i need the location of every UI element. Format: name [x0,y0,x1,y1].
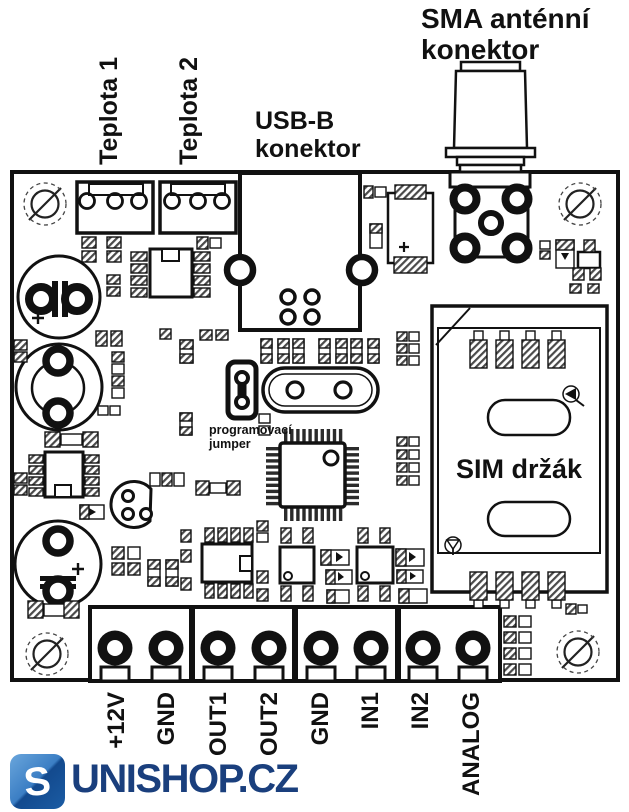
electrolytic-capacitor-2 [14,342,104,432]
programming-jumper [225,359,259,421]
label-usb-connector: USB-B konektor [255,107,361,163]
soic-ic-3 [200,542,254,584]
soic-ic-1 [148,247,194,299]
label-programming-jumper: programovací jumper [209,423,292,452]
diode-symbols [89,253,569,581]
mcu-qfp-ic [266,429,359,521]
crystal-oscillator [261,366,380,414]
usb-b-connector [223,171,379,332]
mounting-holes [23,182,602,676]
electrolytic-capacitor-1 [16,254,102,340]
label-sim-holder: SIM držák [455,454,583,484]
soic-ic-2 [43,450,85,499]
unishop-logo-icon: S [10,754,65,809]
output-terminal-strip [88,605,502,683]
unishop-logo-text: UNISHOP.CZ [71,757,299,801]
teplota-terminal-block-2 [158,180,238,235]
logo-s-glyph: S [21,758,54,805]
sot23-transistor [576,250,602,270]
mosfet-2 [355,545,395,585]
to92-transistor [109,479,153,529]
tantalum-capacitor [386,191,435,265]
terminal-contacts [97,630,491,683]
electrolytic-capacitor-3 [13,519,103,609]
sma-connector [444,60,537,175]
smd-pads-hatched [13,184,602,676]
sma-footprint [448,170,533,264]
label-sma-connector: SMA anténní konektor [421,3,590,65]
teplota-terminal-block-1 [75,180,155,235]
sim-holder [430,304,609,594]
mosfet-1 [278,545,316,585]
